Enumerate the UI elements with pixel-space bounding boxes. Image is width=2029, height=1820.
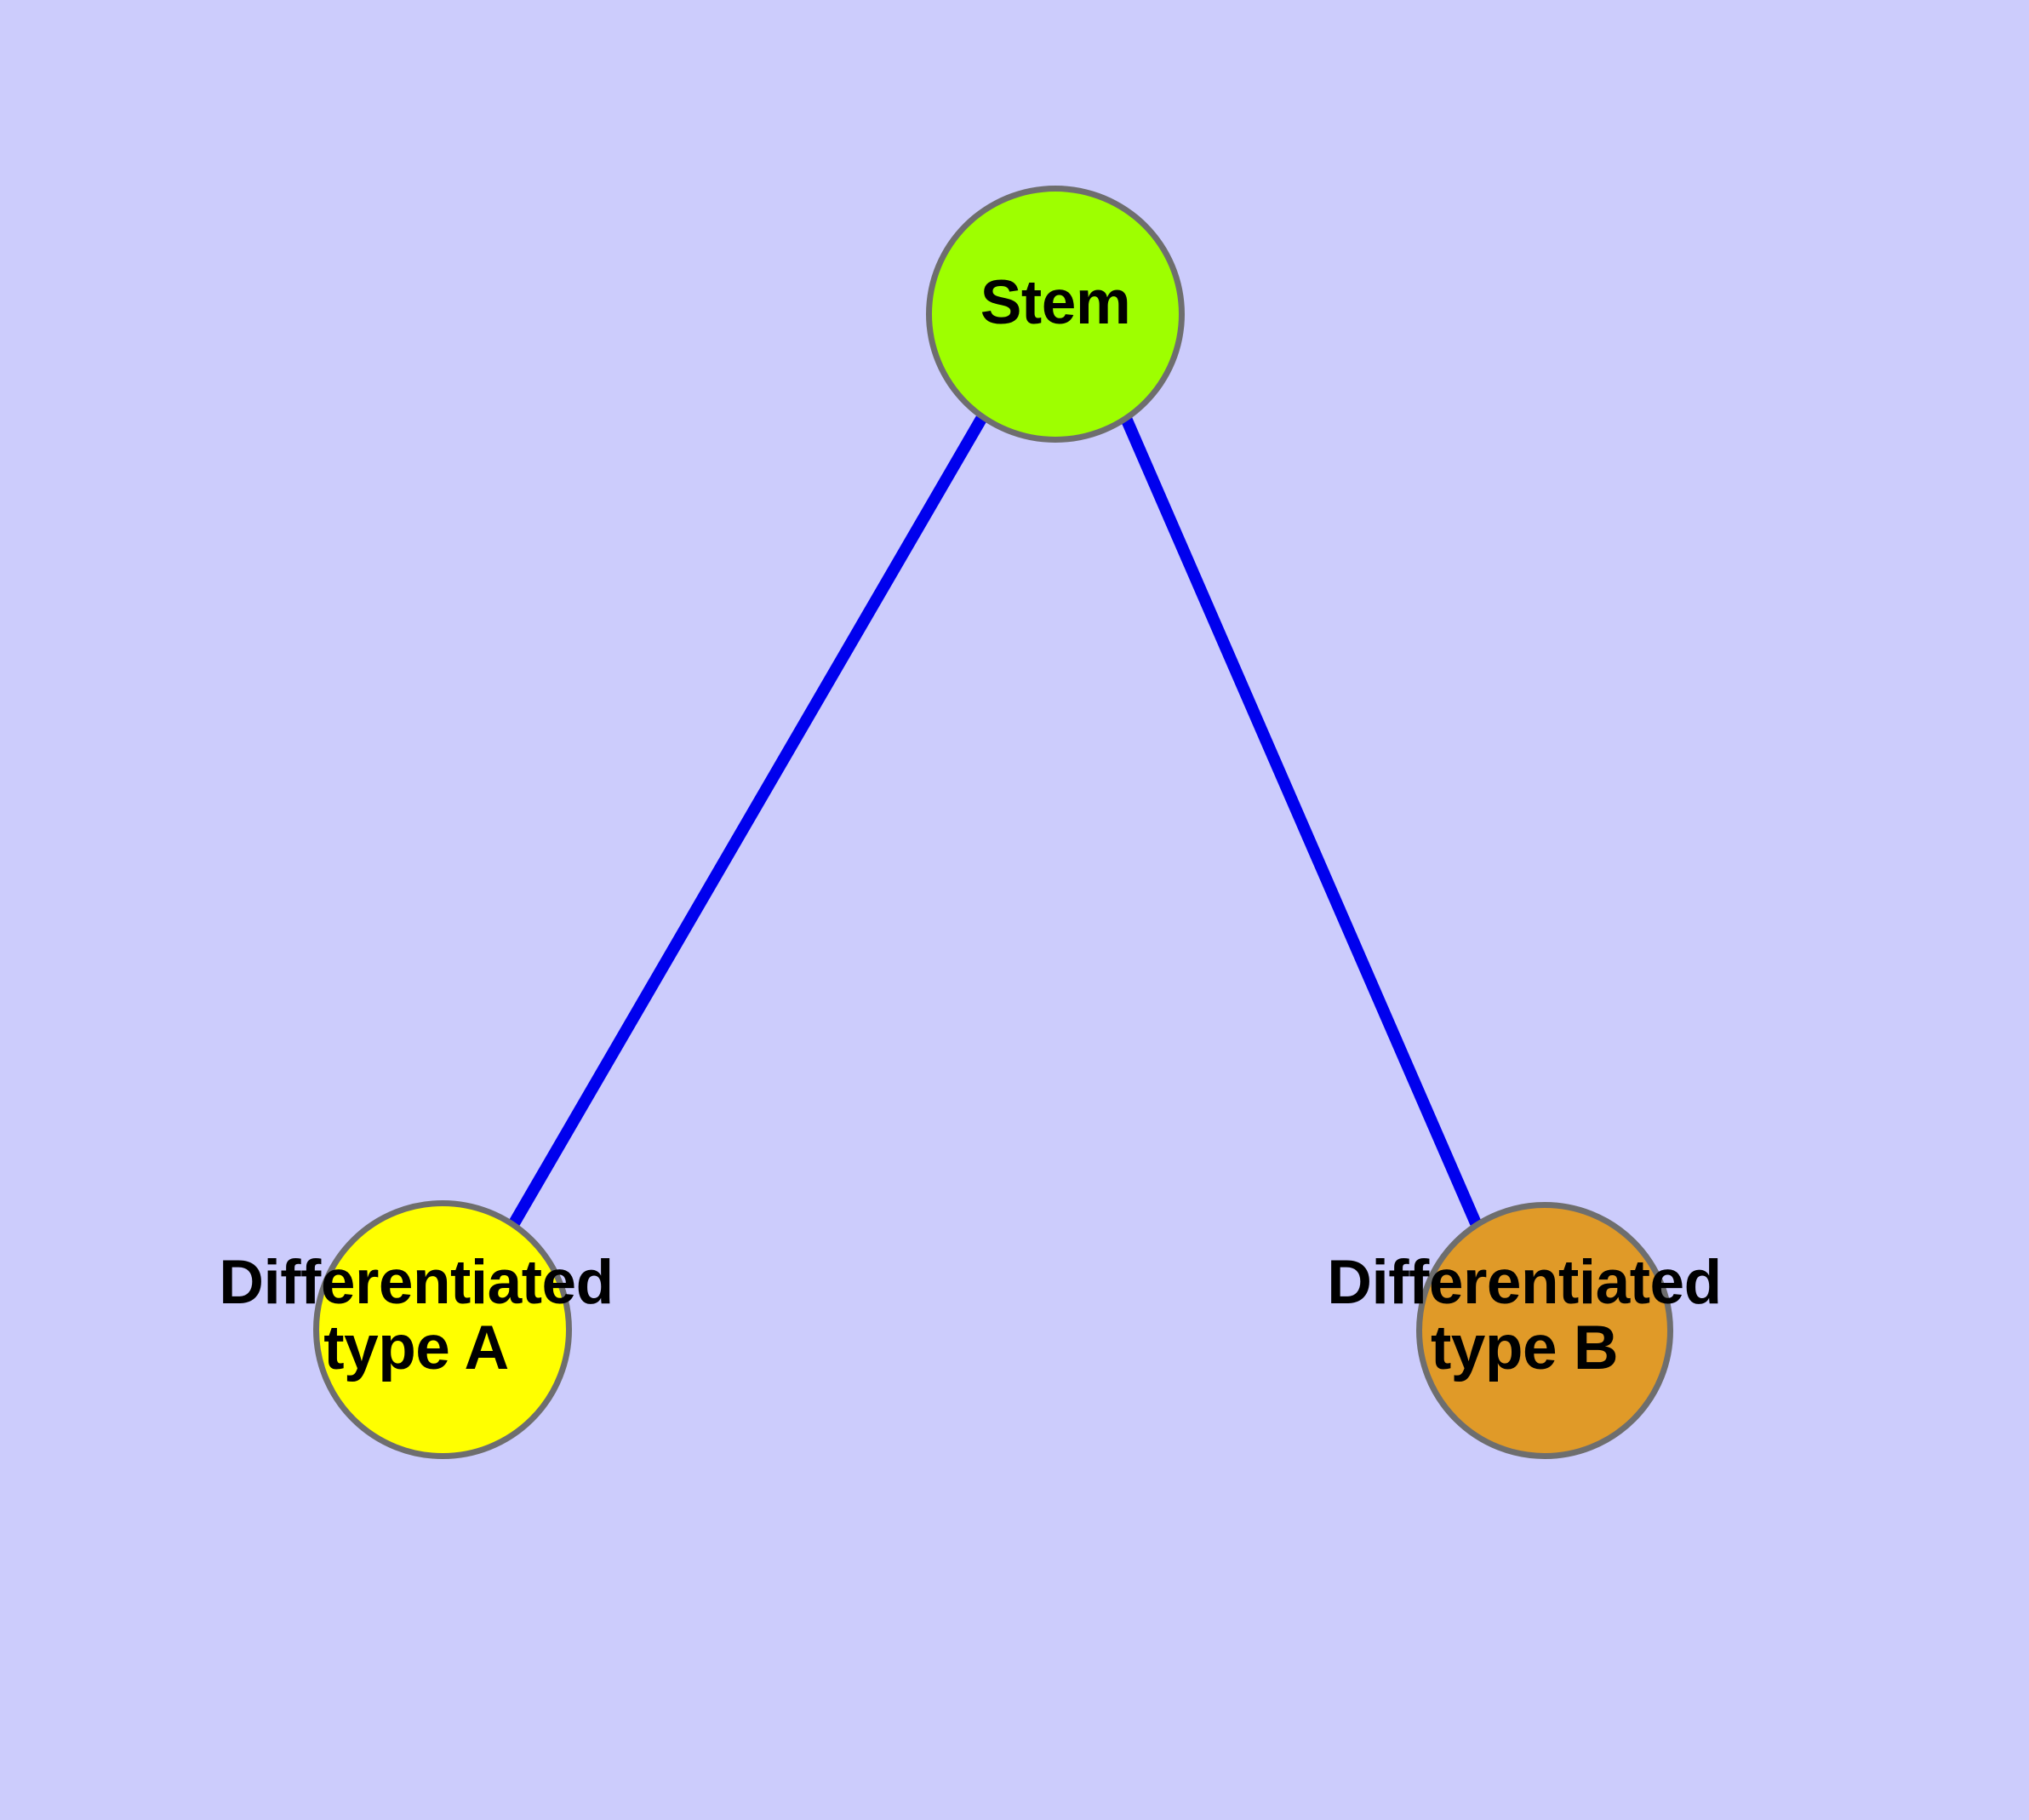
node-differentiated-type-b[interactable] — [1416, 1202, 1673, 1459]
node-differentiated-type-a[interactable] — [313, 1200, 572, 1459]
edge-stem-to-differentiated-type-b[interactable] — [1119, 414, 1482, 1226]
edge-stem-to-differentiated-type-a[interactable] — [508, 415, 987, 1227]
node-stem[interactable] — [926, 186, 1185, 443]
